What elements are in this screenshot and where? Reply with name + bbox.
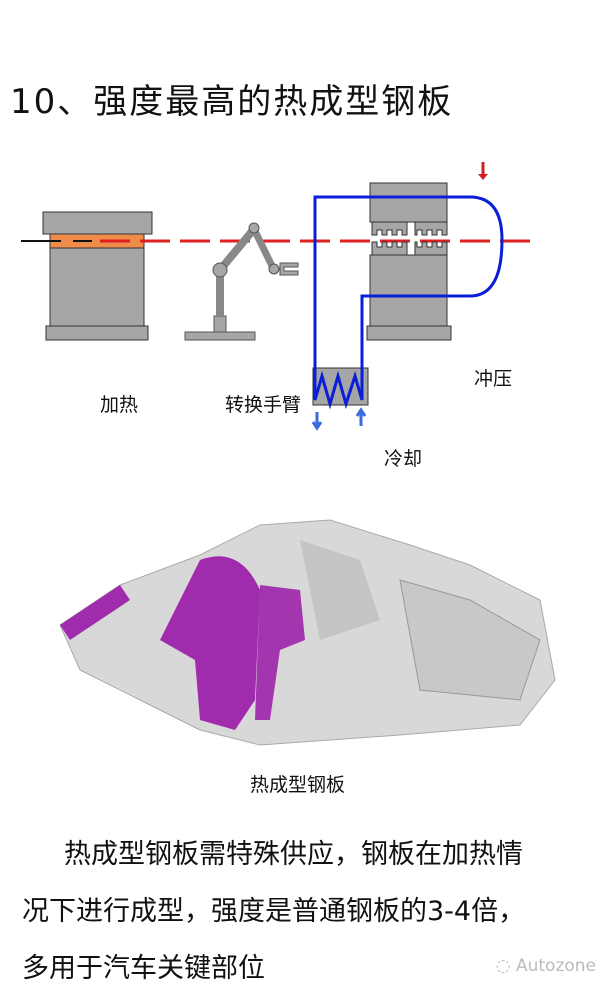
watermark: ◌ Autozone [495, 956, 596, 976]
page-title: 10、强度最高的热成型钢板 [10, 82, 454, 122]
outflow-arrow-icon [311, 412, 323, 431]
body-line: 况下进行成型，强度是普通钢板的3-4倍， [22, 896, 526, 927]
stamping-press [366, 182, 452, 341]
body-line: 热成型钢板需特殊供应，钢板在加热情 [64, 839, 523, 870]
heating-label: 加热 [100, 394, 139, 416]
inflow-arrow-icon [355, 407, 367, 426]
body-paragraph: 热成型钢板需特殊供应，钢板在加热情 况下进行成型，强度是普通钢板的3-4倍， 多… [22, 826, 525, 997]
wechat-icon: ◌ [495, 956, 516, 976]
car-body-illustration [59, 519, 556, 746]
cooling-label: 冷却 [384, 448, 423, 470]
heating-furnace [42, 211, 153, 341]
robot-arm-label: 转换手臂 [225, 394, 302, 416]
cooling-pipe [313, 195, 504, 410]
robot-arm [184, 222, 299, 341]
press-label: 冲压 [474, 368, 513, 390]
figure-caption: 热成型钢板 [250, 774, 346, 796]
body-line: 多用于汽车关键部位 [22, 953, 265, 984]
